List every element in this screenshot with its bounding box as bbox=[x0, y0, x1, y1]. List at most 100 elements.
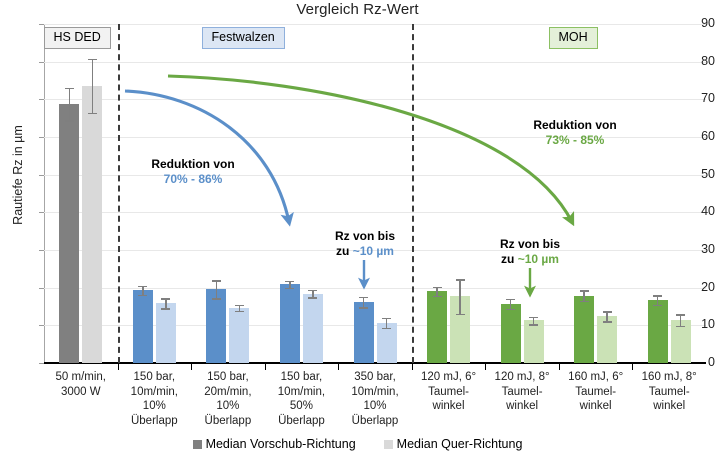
x-axis-label-line: 160 mJ, 8° bbox=[641, 371, 697, 383]
error-bar-cap bbox=[64, 120, 74, 122]
chart-title: Vergleich Rz-Wert bbox=[296, 1, 419, 18]
annotation-line2: 73% - 85% bbox=[545, 133, 605, 147]
legend-label: Median Vorschub-Richtung bbox=[205, 437, 356, 451]
y-axis-tick-label: 90 bbox=[701, 16, 715, 30]
bar bbox=[597, 316, 618, 363]
annotation-line1: Rz von bis bbox=[334, 229, 395, 243]
y-axis-tick-label: 10 bbox=[701, 317, 715, 332]
x-axis-label-line: 50% bbox=[289, 400, 313, 412]
error-bar-cap bbox=[138, 294, 148, 297]
error-bar bbox=[436, 286, 438, 296]
error-bar-cap bbox=[529, 316, 539, 319]
y-axis-tick-mark bbox=[39, 174, 44, 176]
legend-label: Median Quer-Richtung bbox=[396, 437, 523, 451]
bar bbox=[206, 289, 227, 363]
error-bar-cap bbox=[285, 280, 295, 283]
error-bar-cap bbox=[676, 314, 686, 316]
x-axis-label: 160 mJ, 6°Taumel-winkel bbox=[559, 370, 633, 414]
x-axis-label: 50 m/min,3000 W bbox=[44, 370, 118, 399]
bar bbox=[353, 301, 374, 363]
x-axis-label-line: 10% bbox=[363, 400, 387, 412]
error-bar bbox=[532, 316, 535, 325]
error-bar bbox=[238, 304, 241, 311]
error-bar bbox=[679, 314, 682, 326]
x-axis-tick bbox=[117, 364, 119, 370]
x-axis-label: 150 bar,10m/min,50%Überlapp bbox=[265, 370, 339, 428]
gridline bbox=[44, 287, 706, 289]
error-bar-cap bbox=[676, 325, 686, 328]
annotation-line1: Rz von bis bbox=[499, 237, 560, 251]
error-bar bbox=[312, 289, 314, 298]
group-separator bbox=[411, 24, 414, 363]
error-bar-cap bbox=[506, 308, 516, 311]
x-axis-tick bbox=[558, 364, 560, 370]
error-bar bbox=[385, 317, 388, 328]
error-bar bbox=[656, 295, 659, 305]
error-bar-cap bbox=[285, 287, 295, 290]
y-axis-tick-label: 20 bbox=[701, 279, 715, 294]
x-axis-tick bbox=[338, 364, 340, 370]
annotation-line2: zu ~10 µm bbox=[336, 244, 394, 258]
x-axis-label-line: winkel bbox=[653, 400, 686, 412]
error-bar bbox=[459, 279, 461, 314]
x-axis-label-line: 150 bar, bbox=[280, 371, 323, 383]
error-bar-cap bbox=[653, 304, 663, 307]
y-axis-tick-label: 70 bbox=[701, 91, 715, 106]
x-axis-label-line: Überlapp bbox=[204, 414, 252, 427]
error-bar-cap bbox=[579, 300, 589, 303]
error-bar bbox=[165, 298, 167, 308]
x-axis-tick bbox=[264, 364, 266, 370]
error-bar bbox=[583, 290, 585, 301]
x-axis-label-line: 350 bar, bbox=[354, 371, 396, 383]
error-bar-cap bbox=[64, 87, 74, 90]
bar bbox=[574, 295, 595, 363]
x-axis-line bbox=[44, 362, 706, 364]
x-axis-label-line: 150 bar, bbox=[133, 371, 176, 383]
error-bar-cap bbox=[432, 295, 442, 298]
error-bar bbox=[91, 58, 94, 113]
legend-item: Median Quer-Richtung bbox=[383, 437, 523, 451]
error-bar-cap bbox=[382, 317, 391, 320]
x-axis-label-line: 10% bbox=[216, 400, 240, 412]
x-axis-label-line: 10m/min, bbox=[130, 385, 178, 398]
bar bbox=[82, 85, 103, 363]
x-axis-label-line: 120 mJ, 8° bbox=[494, 371, 550, 383]
bar bbox=[59, 103, 80, 363]
legend-swatch bbox=[192, 440, 202, 449]
x-axis-label-line: Taumel- bbox=[428, 385, 469, 398]
error-bar-cap bbox=[87, 112, 97, 115]
gridline bbox=[44, 250, 706, 251]
x-axis-tick bbox=[411, 364, 413, 370]
error-bar bbox=[142, 285, 144, 295]
bar bbox=[279, 284, 300, 363]
error-bar-cap bbox=[455, 279, 465, 281]
error-bar-cap bbox=[529, 324, 539, 326]
group-label-moh: MOH bbox=[548, 27, 598, 49]
error-bar-cap bbox=[359, 296, 368, 299]
bar bbox=[229, 307, 250, 363]
y-axis-tick-mark bbox=[39, 61, 44, 63]
x-axis-label: 150 bar,20m/min,10%Überlapp bbox=[191, 370, 265, 428]
x-axis-tick bbox=[191, 364, 193, 370]
bar bbox=[155, 303, 176, 363]
x-axis-label-line: 160 mJ, 6° bbox=[568, 371, 624, 383]
y-axis-tick-label: 40 bbox=[701, 204, 715, 219]
error-bar bbox=[289, 280, 291, 288]
x-axis-label: 150 bar,10m/min,10%Überlapp bbox=[118, 370, 192, 428]
bar bbox=[132, 290, 153, 363]
bar bbox=[376, 322, 397, 363]
y-axis-tick-label: 80 bbox=[701, 53, 715, 68]
y-axis-tick-label: 0 bbox=[708, 355, 715, 369]
gridline bbox=[44, 61, 706, 63]
error-bar-cap bbox=[455, 313, 465, 316]
chart-legend: Median Vorschub-Richtung Median Quer-Rich… bbox=[0, 437, 715, 451]
x-axis-tick bbox=[485, 364, 487, 370]
error-bar bbox=[362, 296, 365, 308]
error-bar-cap bbox=[138, 285, 148, 288]
error-bar-cap bbox=[382, 327, 391, 330]
y-axis-tick-mark bbox=[39, 325, 44, 327]
x-axis-label-line: 10% bbox=[142, 400, 166, 412]
